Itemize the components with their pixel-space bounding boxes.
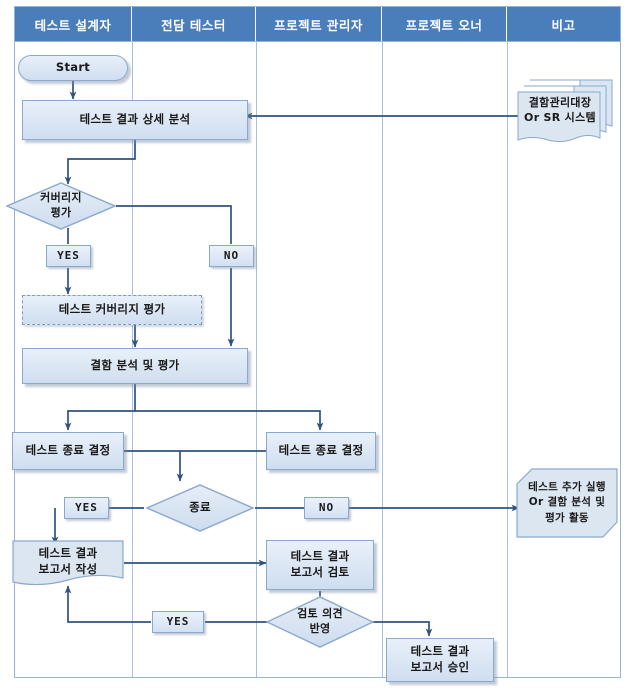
lane-header-project-manager: 프로젝트 관리자: [256, 7, 382, 41]
lane-header-remarks: 비고: [507, 7, 620, 41]
node-defect-analysis-evaluation[interactable]: 결함 분석 및 평가: [22, 348, 248, 384]
swimlane-table: 테스트 설계자 전담 테스터 프로젝트 관리자 프로젝트 오너 비고: [14, 6, 621, 678]
node-test-coverage-evaluation[interactable]: 테스트 커버리지 평가: [22, 295, 202, 325]
node-test-closure-decision-manager[interactable]: 테스트 종료 결정: [266, 432, 376, 470]
diamond-outline: [266, 596, 374, 648]
node-closure-check-label: 종료: [189, 500, 211, 515]
node-review-test-report[interactable]: 테스트 결과 보고서 검토: [266, 540, 374, 590]
node-apply-review-comments-label: 검토 의견 반영: [297, 607, 343, 635]
node-write-test-report-label: 테스트 결과 보고서 작성: [38, 546, 98, 576]
clipbox-glyph: [516, 468, 618, 538]
document-glyph: [12, 540, 124, 586]
lane-header-test-designer: 테스트 설계자: [15, 7, 132, 41]
lane-divider-4: [507, 41, 508, 677]
edge-label-yes-coverage: YES: [46, 245, 91, 267]
node-start[interactable]: Start: [18, 55, 128, 81]
node-additional-test-execution[interactable]: 테스트 추가 실행 Or 결함 분석 및 평가 활동: [516, 468, 618, 538]
node-closure-check-decision[interactable]: 종료: [146, 484, 254, 532]
node-approve-test-report[interactable]: 테스트 결과 보고서 승인: [386, 638, 494, 682]
node-write-test-report[interactable]: 테스트 결과 보고서 작성: [12, 540, 124, 588]
node-additional-test-execution-label: 테스트 추가 실행 Or 결함 분석 및 평가 활동: [528, 481, 606, 524]
node-defect-ledger-label: 결함관리대장 Or SR 시스템: [524, 96, 596, 124]
header-underline: [15, 41, 620, 42]
lane-divider-2: [256, 41, 257, 677]
node-defect-ledger[interactable]: 결함관리대장 Or SR 시스템: [516, 78, 614, 156]
diamond-outline: [146, 484, 254, 532]
multidoc-glyph: [517, 79, 613, 143]
lane-header-dedicated-tester: 전담 테스터: [132, 7, 256, 41]
node-test-closure-decision-designer[interactable]: 테스트 종료 결정: [12, 432, 124, 470]
edge-label-no-closure: NO: [304, 497, 349, 519]
node-coverage-evaluation-label: 커버리지 평가: [40, 191, 82, 219]
node-apply-review-comments-decision[interactable]: 검토 의견 반영: [266, 596, 374, 648]
lane-header-project-owner: 프로젝트 오너: [382, 7, 507, 41]
node-coverage-evaluation-decision[interactable]: 커버리지 평가: [6, 182, 116, 230]
edge-label-no-coverage: NO: [209, 245, 254, 267]
edge-label-yes-review: YES: [152, 611, 204, 633]
node-analyze-test-results[interactable]: 테스트 결과 상세 분석: [22, 100, 248, 140]
lane-divider-3: [382, 41, 383, 677]
diamond-outline: [6, 182, 116, 230]
edge-label-yes-closure: YES: [64, 497, 109, 519]
